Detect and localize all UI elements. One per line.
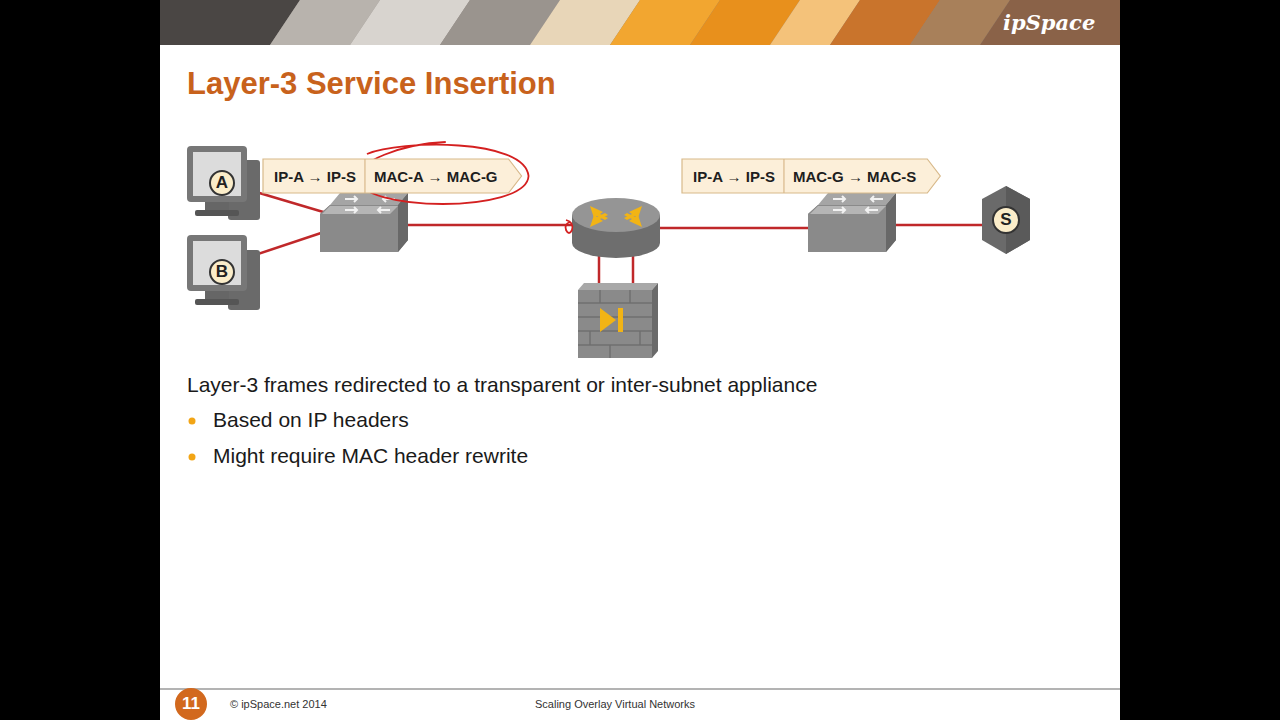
annotation-circle (357, 142, 529, 204)
header-field: MAC-G → MAC-S (784, 168, 925, 185)
logo-text: ipSpace (1003, 10, 1095, 35)
footer-copyright: © ipSpace.net 2014 (230, 698, 327, 710)
host-label: B (209, 259, 235, 285)
network-links (252, 192, 985, 288)
bullet-dot (189, 418, 196, 425)
node-text: A (216, 173, 228, 193)
firewall-icon (578, 283, 658, 358)
bullet-text: Based on IP headers (213, 408, 409, 432)
switch-icon (320, 193, 408, 252)
bullet-dot (189, 454, 196, 461)
router-icon (572, 198, 660, 258)
node-text: B (216, 262, 228, 282)
footer-rule (160, 688, 1120, 690)
node-text: S (1000, 210, 1011, 230)
header-field: MAC-A → MAC-G (365, 168, 507, 185)
slide-title: Layer-3 Service Insertion (187, 66, 556, 102)
computer-icon (187, 235, 260, 310)
host-label: A (209, 170, 235, 196)
header-field: IP-A → IP-S (684, 168, 784, 185)
slide-number: 11 (175, 688, 207, 720)
slide-ground (160, 0, 1120, 720)
computer-icon (187, 146, 260, 220)
header-field: IP-A → IP-S (265, 168, 365, 185)
body-text: Layer-3 frames redirected to a transpare… (187, 373, 817, 397)
node-text: 11 (182, 694, 200, 714)
annotation-mark (566, 220, 573, 233)
bullet-text: Might require MAC header rewrite (213, 444, 528, 468)
server-hexagon (982, 186, 1030, 254)
packet-header: IP-A → IP-SMAC-A → MAC-G (263, 159, 522, 193)
footer-title: Scaling Overlay Virtual Networks (535, 698, 695, 710)
packet-header: IP-A → IP-SMAC-G → MAC-S (682, 159, 940, 193)
server-label: S (992, 206, 1020, 234)
switch-icon (808, 193, 896, 252)
banner (160, 0, 1120, 45)
